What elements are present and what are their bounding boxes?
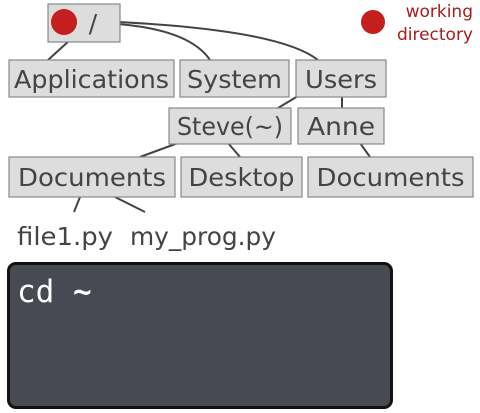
file-my-prog-py: my_prog.py bbox=[130, 222, 276, 251]
terminal-command-argument: ~ bbox=[73, 274, 92, 310]
node-desktop-label: Desktop bbox=[189, 163, 295, 192]
legend-text-working: working bbox=[406, 2, 473, 22]
node-steve-label: Steve(~) bbox=[177, 112, 283, 141]
node-applications: Applications bbox=[8, 59, 175, 98]
node-documents-anne-label: Documents bbox=[317, 163, 465, 192]
edge-users-steve bbox=[277, 95, 299, 109]
working-directory-marker-root bbox=[51, 9, 77, 35]
node-desktop: Desktop bbox=[180, 156, 303, 198]
tree-edges bbox=[47, 21, 371, 213]
node-steve: Steve(~) bbox=[168, 107, 292, 145]
node-documents-anne: Documents bbox=[307, 156, 474, 198]
file-file1-py: file1.py bbox=[17, 222, 113, 251]
terminal-window[interactable]: cd ~ bbox=[7, 262, 393, 409]
node-anne-label: Anne bbox=[307, 112, 375, 141]
node-anne: Anne bbox=[297, 107, 385, 145]
edge-steve-desktop bbox=[227, 142, 241, 158]
node-applications-label: Applications bbox=[14, 65, 169, 94]
node-users: Users bbox=[295, 59, 387, 98]
node-documents-steve-label: Documents bbox=[18, 163, 166, 192]
legend-text-directory: directory bbox=[397, 25, 473, 45]
node-users-label: Users bbox=[305, 65, 377, 94]
legend-marker-icon bbox=[361, 10, 385, 34]
node-documents-steve: Documents bbox=[8, 156, 176, 198]
edge-root-system bbox=[117, 23, 211, 61]
edge-documents-myprog bbox=[114, 196, 146, 213]
legend: working directory bbox=[361, 2, 473, 45]
terminal-command-line: cd ~ bbox=[17, 273, 92, 311]
node-system: System bbox=[179, 59, 290, 98]
terminal-command: cd bbox=[17, 274, 55, 310]
edge-root-users bbox=[117, 21, 319, 61]
edge-steve-documents bbox=[139, 142, 179, 158]
directory-tree-diagram: / Applications System Users Steve(~) Ann… bbox=[8, 2, 474, 251]
edge-anne-documents bbox=[359, 142, 371, 158]
edge-root-applications bbox=[47, 39, 71, 61]
node-root-label: / bbox=[89, 9, 98, 38]
node-system-label: System bbox=[187, 65, 282, 94]
edge-documents-file1 bbox=[73, 196, 81, 213]
